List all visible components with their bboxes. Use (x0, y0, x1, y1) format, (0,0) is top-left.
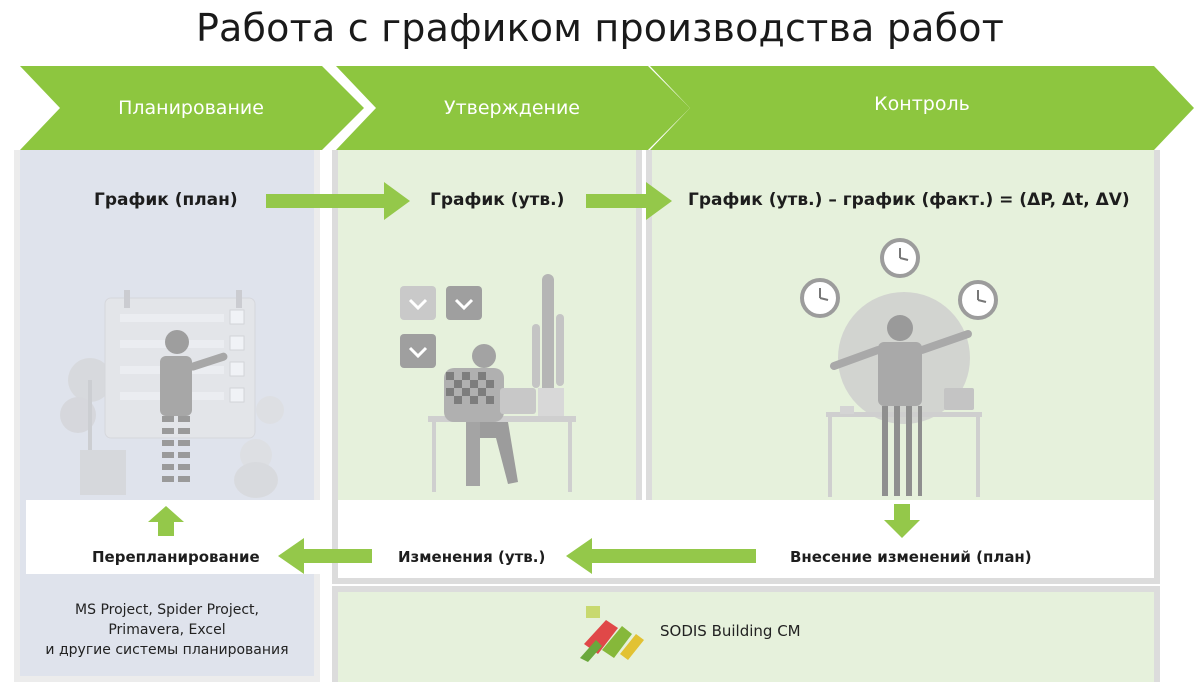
sodis-logo-icon (580, 606, 644, 662)
arrow-left-icon (278, 538, 372, 574)
planning-tools-list: MS Project, Spider Project, Primavera, E… (26, 600, 308, 660)
arrow-right-icon (586, 182, 672, 220)
stage-chevron-control: Контроль (650, 66, 1194, 150)
clock-icon (880, 238, 920, 278)
planning-illustration (60, 290, 284, 498)
arrow-down-icon (884, 504, 920, 538)
stage-label-control: Контроль (874, 93, 970, 115)
approval-illustration (400, 274, 576, 492)
changes-plan-label: Внесение изменений (план) (790, 548, 1032, 566)
approval-panel (332, 150, 642, 500)
arrow-up-icon (148, 506, 184, 536)
schedule-approved-label: График (утв.) (430, 190, 565, 210)
control-formula-label: График (утв.) – график (факт.) = (ΔP, Δt… (688, 190, 1130, 210)
control-illustration (800, 238, 998, 497)
stage-chevron-approval: Утверждение (336, 66, 690, 150)
planning-tools-line: Primavera, Excel (108, 622, 226, 638)
planning-tools-line: MS Project, Spider Project, (75, 602, 259, 618)
stage-chevron-planning: Планирование (20, 66, 364, 150)
schedule-plan-label: График (план) (94, 190, 238, 210)
changes-approved-label: Изменения (утв.) (398, 548, 546, 566)
replanning-label: Перепланирование (92, 548, 260, 566)
changes-row-border (332, 500, 1160, 584)
page-title: Работа с графиком производства работ (195, 6, 1005, 50)
sodis-panel (332, 586, 1160, 682)
sodis-label: SODIS Building CM (660, 622, 801, 640)
stage-label-planning: Планирование (118, 97, 264, 119)
arrow-right-icon (266, 182, 410, 220)
planning-tools-line: и другие системы планирования (45, 642, 289, 658)
arrow-left-icon (566, 538, 756, 574)
stage-label-approval: Утверждение (444, 97, 580, 119)
